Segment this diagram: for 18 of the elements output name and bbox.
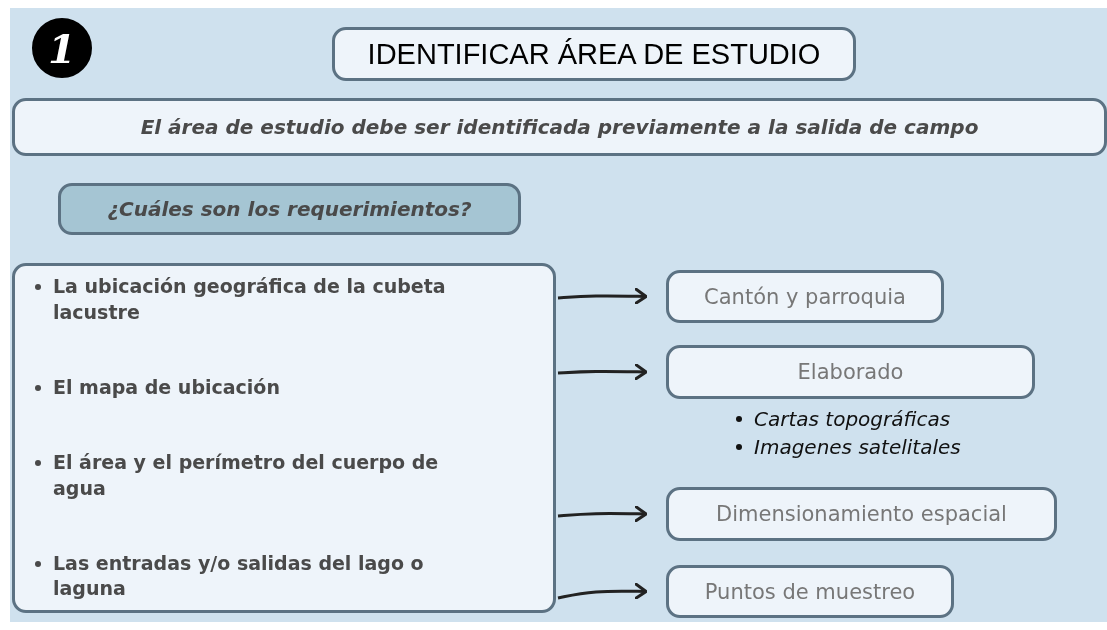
question-box: ¿Cuáles son los requerimientos? — [58, 183, 521, 235]
bullet-item: El mapa de ubicación — [53, 374, 280, 400]
result-box: Elaborado — [666, 345, 1035, 399]
result-box: Puntos de muestreo — [666, 565, 954, 618]
bullet-item: Las entradas y/o salidas del lago o laguna — [53, 550, 425, 602]
statement-box: El área de estudio debe ser identificada previamente a la salida de campo — [12, 98, 1107, 156]
requirements-box — [12, 263, 556, 613]
arrow — [557, 582, 648, 600]
bullet-item: El área y el perímetro del cuerpo de agua — [53, 449, 440, 501]
bullet-item: La ubicación geográfica de la cubeta lacustre — [53, 274, 447, 325]
result-box: Cantón y parroquia — [666, 270, 944, 323]
result-box: Dimensionamiento espacial — [666, 487, 1057, 541]
arrow — [557, 505, 648, 523]
bullet-item: Cartas topográficas — [754, 406, 951, 433]
arrow — [557, 363, 648, 381]
bullet-item: Imagenes satelitales — [754, 434, 961, 461]
title-box: IDENTIFICAR ÁREA DE ESTUDIO — [332, 27, 856, 81]
arrow — [557, 287, 648, 305]
